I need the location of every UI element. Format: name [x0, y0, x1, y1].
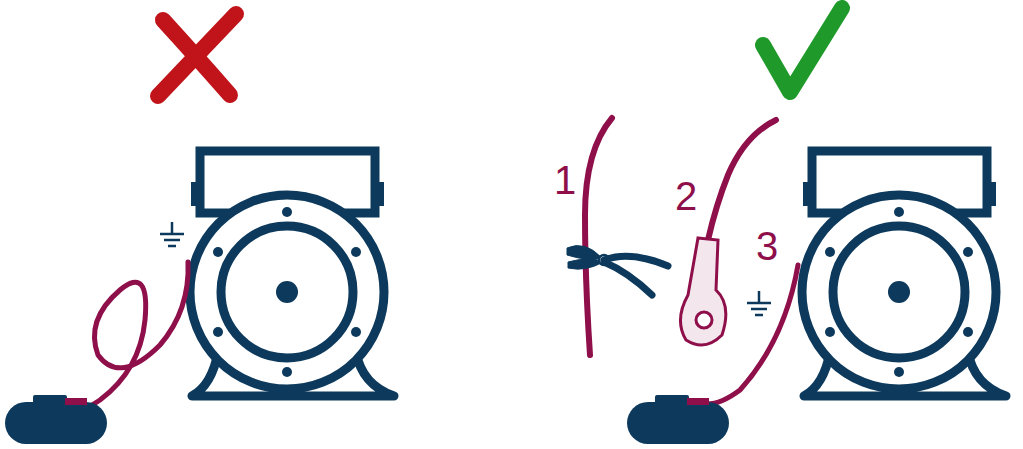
wrong-mark [158, 14, 236, 96]
ground-wire [85, 262, 188, 407]
right-mark [763, 8, 842, 92]
motor [190, 151, 394, 396]
wire [585, 118, 612, 355]
pliers [567, 246, 668, 295]
ground-symbol [160, 222, 184, 246]
motor [802, 151, 1006, 396]
callout-number: 2 [675, 176, 697, 216]
wire [708, 120, 776, 240]
device [5, 395, 107, 444]
cable-lug [680, 238, 725, 345]
ground-symbol [747, 291, 771, 315]
callout-number: 3 [756, 226, 778, 266]
ground-wire [705, 265, 798, 404]
callout-number: 1 [554, 160, 576, 200]
device [627, 395, 729, 444]
